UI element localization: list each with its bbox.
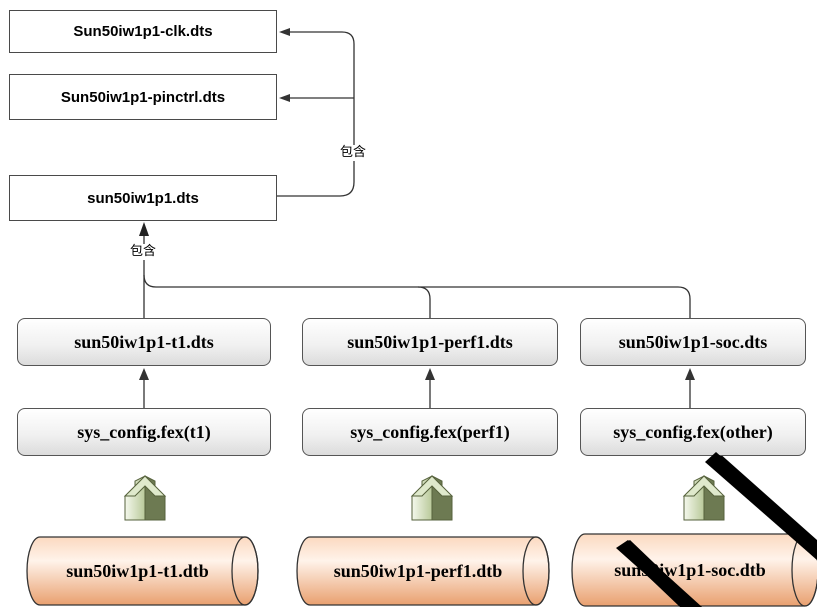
fex-label: sys_config.fex(other) [613,421,773,442]
board-dts-label: sun50iw1p1-t1.dts [74,331,214,352]
block-arrow-perf1 [410,475,454,521]
include-label-lower: 包含 [128,244,159,260]
fex-box-other: sys_config.fex(other) [580,408,806,456]
dtb-label-soc: sun50iw1p1-soc.dtb [614,559,766,580]
board-dts-box-soc: sun50iw1p1-soc.dts [580,318,806,366]
block-arrow-t1 [123,475,167,521]
arrowhead-main [139,222,149,236]
dtb-label-t1: sun50iw1p1-t1.dtb [66,560,209,581]
fex-to-dts-arrows [143,376,691,408]
board-dts-box-perf1: sun50iw1p1-perf1.dts [302,318,558,366]
pinctrl-dts-box: Sun50iw1p1-pinctrl.dts [9,74,277,120]
pinctrl-dts-label: Sun50iw1p1-pinctrl.dts [60,88,226,106]
arrowhead-soc [685,368,695,380]
fex-label: sys_config.fex(t1) [77,421,211,442]
include-connector-lower [143,232,691,318]
fex-label: sys_config.fex(perf1) [350,421,510,442]
arrowhead-t1 [139,368,149,380]
clk-dts-box: Sun50iw1p1-clk.dts [9,10,277,53]
fex-box-perf1: sys_config.fex(perf1) [302,408,558,456]
board-dts-label: sun50iw1p1-perf1.dts [347,331,513,352]
arrowhead-clk [279,28,290,36]
board-dts-label: sun50iw1p1-soc.dts [618,331,768,352]
include-connector-upper [277,31,355,197]
arrowhead-pinctrl [279,94,290,102]
block-arrow-soc [682,475,726,521]
dtb-cylinder-t1 [26,536,259,606]
board-dts-box-t1: sun50iw1p1-t1.dts [17,318,271,366]
clk-dts-label: Sun50iw1p1-clk.dts [73,23,213,40]
main-dts-label: sun50iw1p1.dts [87,189,199,207]
fex-box-t1: sys_config.fex(t1) [17,408,271,456]
arrowhead-perf1 [425,368,435,380]
dtb-cylinder-perf1 [296,536,550,606]
dtb-label-perf1: sun50iw1p1-perf1.dtb [333,560,503,581]
main-dts-box: sun50iw1p1.dts [9,175,277,221]
include-label-upper: 包含 [338,145,369,161]
